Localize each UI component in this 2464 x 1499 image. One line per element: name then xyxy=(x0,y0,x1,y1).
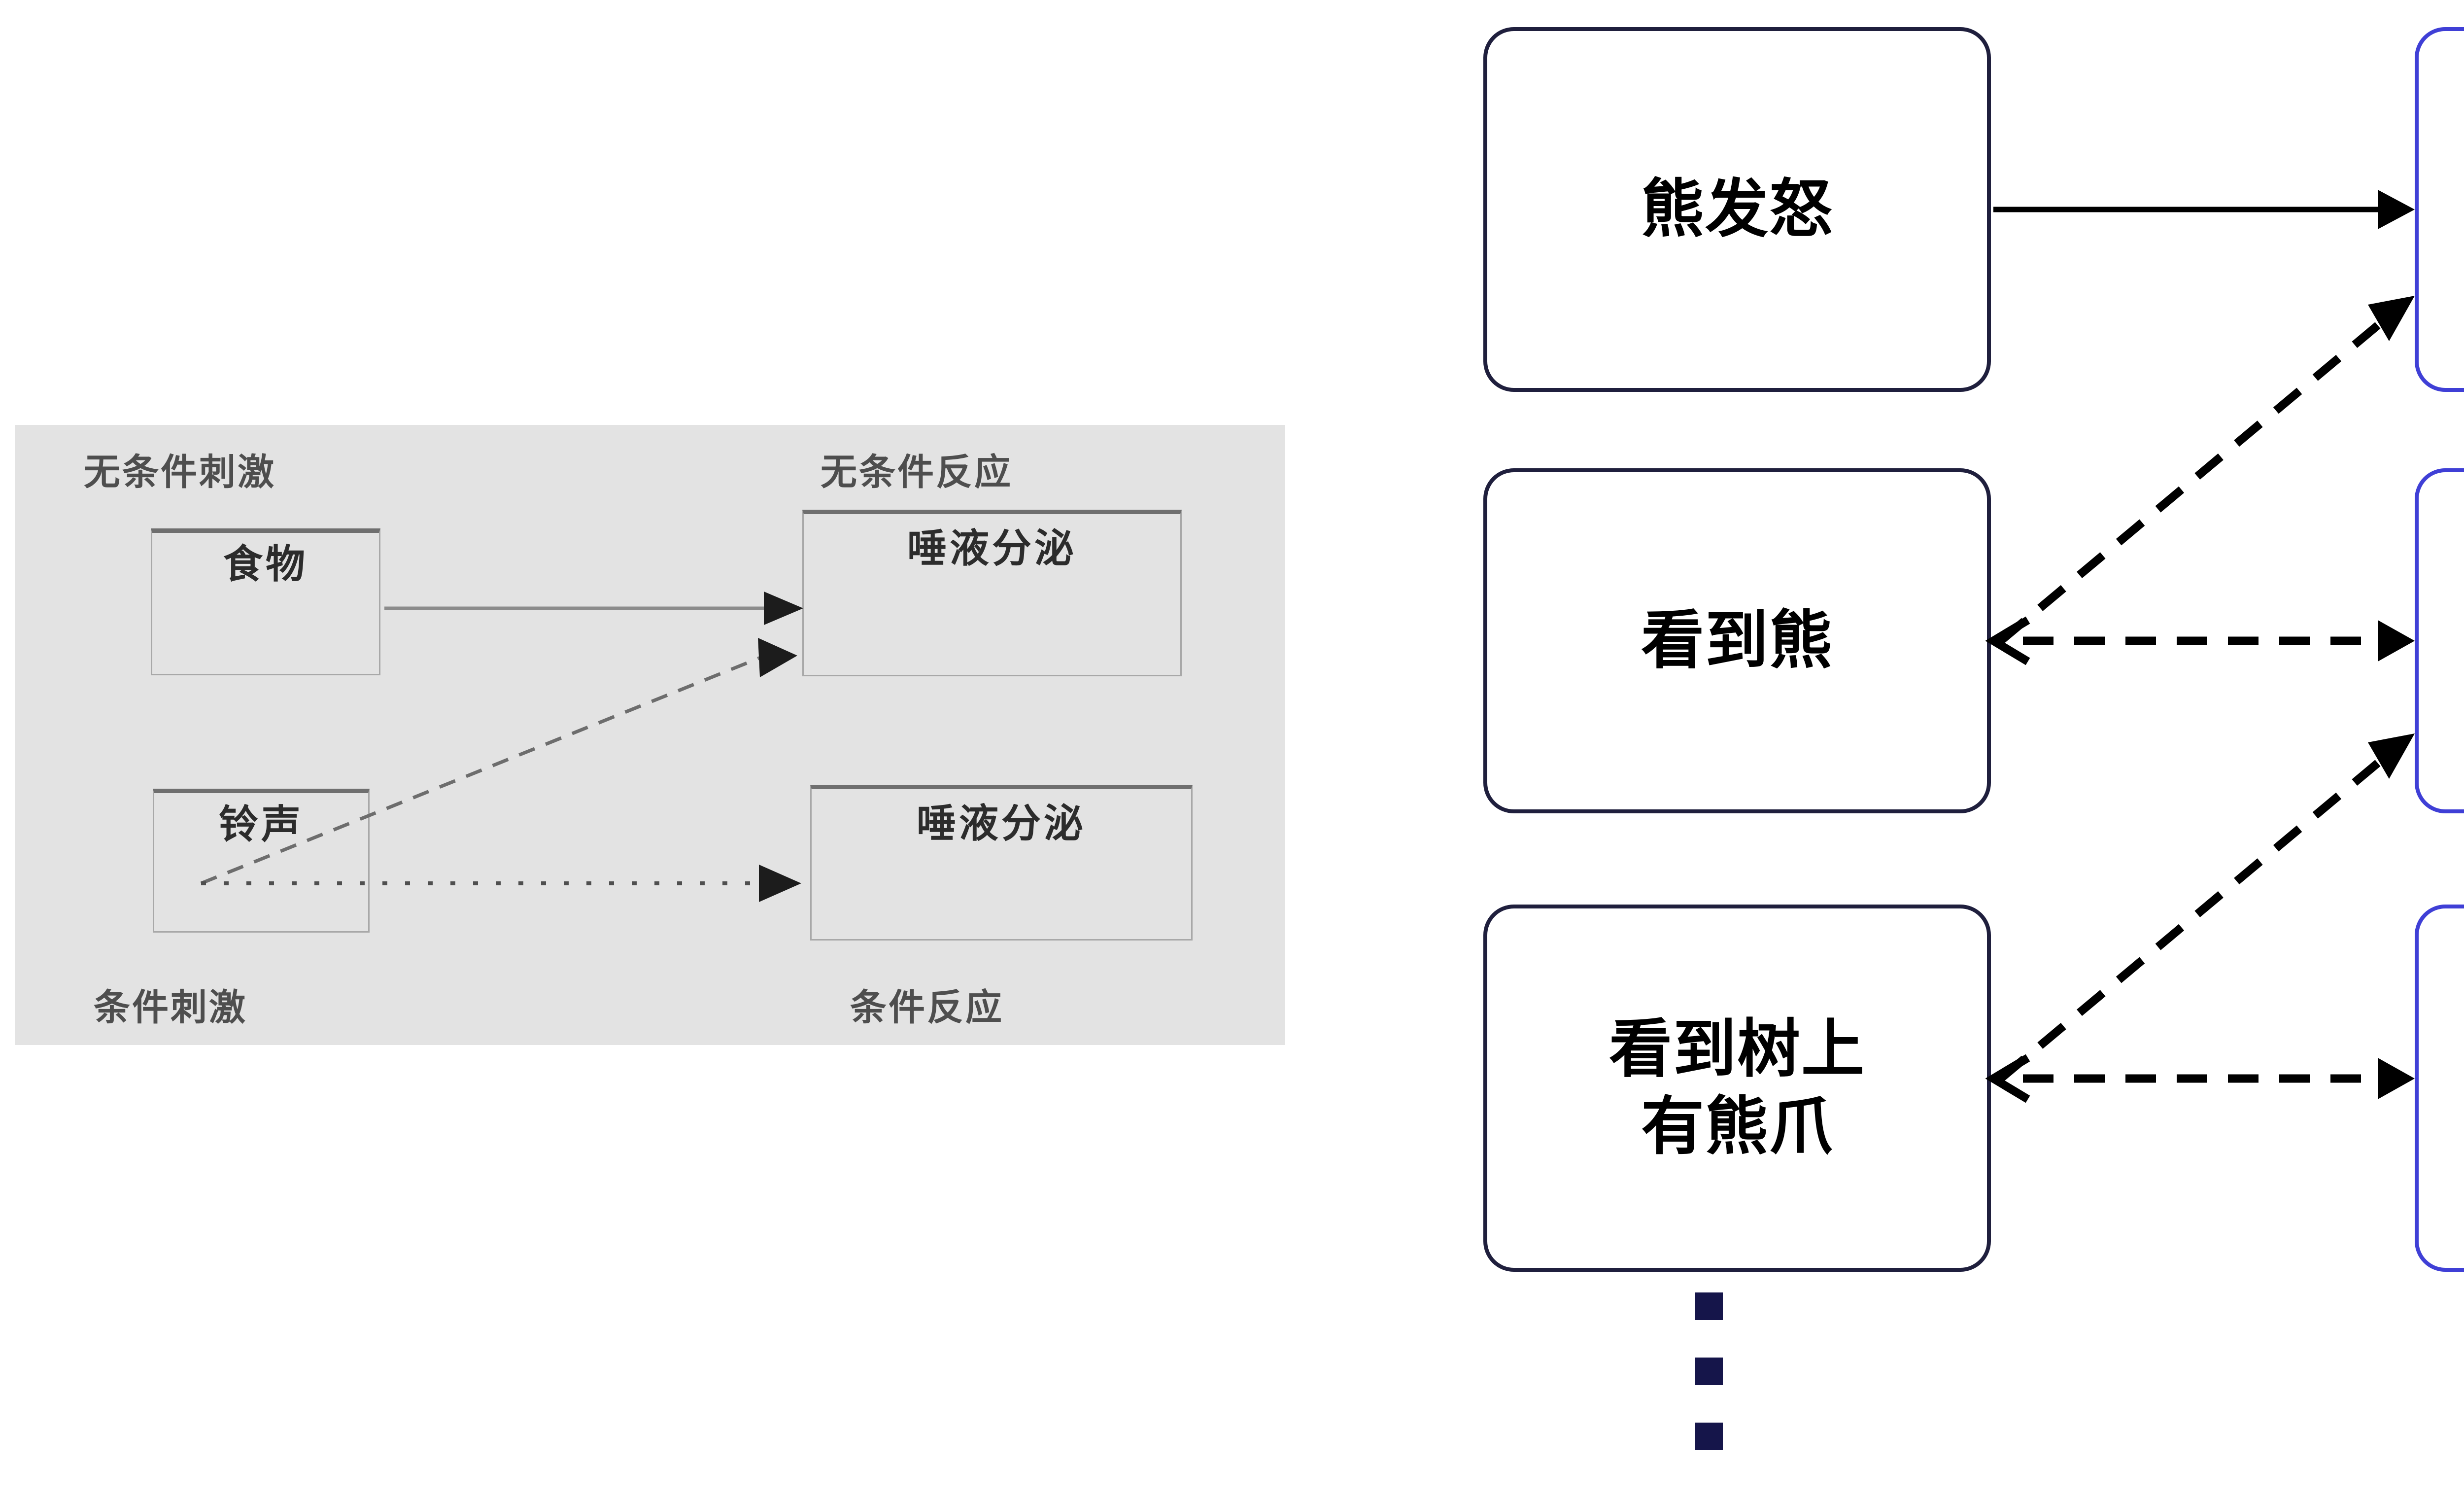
box-value-s: V(s) xyxy=(2415,905,2464,1272)
box-reward: 奖励 xyxy=(2415,27,2464,392)
label-conditioned-response: 条件反应 xyxy=(850,987,1004,1028)
box-bear-angry-label: 熊发怒 xyxy=(1641,174,1833,244)
label-unconditioned-stimulus: 无条件刺激 xyxy=(84,452,276,492)
classical-arrows-layer xyxy=(200,592,803,902)
box-see-claw-in-tree: 看到树上 有熊爪 xyxy=(1483,905,1991,1272)
label-unconditioned-response: 无条件反应 xyxy=(821,452,1013,492)
classical-conditioning-panel: 无条件刺激 无条件反应 条件刺激 条件反应 食物 铃声 唾液分泌 唾液分泌 xyxy=(15,425,1285,1045)
ellipsis-dot xyxy=(1695,1423,1723,1450)
arrow-see-claw-to-value-s xyxy=(1985,1054,2415,1103)
rl-diagram-panel: 熊发怒 看到熊 看到树上 有熊爪 奖励 V(s′) V(s) xyxy=(1429,0,2464,1499)
box-food: 食物 xyxy=(151,528,380,675)
arrow-see-bear-to-value-s-prime xyxy=(1985,616,2415,665)
box-food-label: 食物 xyxy=(223,542,308,586)
arrow-see-claw-to-value-s-prime xyxy=(1998,733,2415,1082)
ellipsis-dot xyxy=(1695,1358,1723,1385)
box-see-claw-line1: 看到树上 xyxy=(1608,1014,1865,1085)
box-salivation-conditioned: 唾液分泌 xyxy=(810,785,1193,941)
arrow-angry-to-reward xyxy=(1993,190,2415,229)
box-value-s-prime: V(s′) xyxy=(2415,468,2464,813)
box-see-bear-label: 看到熊 xyxy=(1641,605,1833,676)
box-bell-label: 铃声 xyxy=(219,802,304,846)
box-bear-angry: 熊发怒 xyxy=(1483,27,1991,392)
arrow-see-bear-to-reward xyxy=(1998,296,2415,644)
arrow-bell-to-salivation-bottom xyxy=(201,865,801,902)
ellipsis-dot xyxy=(1695,1292,1723,1320)
ellipsis-left-column xyxy=(1695,1292,1723,1488)
box-salivation-top-label: 唾液分泌 xyxy=(907,526,1077,570)
box-bell: 铃声 xyxy=(153,789,370,933)
arrow-bell-to-salivation-top xyxy=(200,638,797,885)
box-see-bear: 看到熊 xyxy=(1483,468,1991,813)
label-conditioned-stimulus: 条件刺激 xyxy=(94,987,247,1028)
box-salivation-unconditioned: 唾液分泌 xyxy=(802,510,1182,676)
box-salivation-bottom-label: 唾液分泌 xyxy=(917,802,1086,845)
box-see-claw-line2: 有熊爪 xyxy=(1641,1091,1833,1162)
arrow-food-to-salivation xyxy=(384,592,803,625)
